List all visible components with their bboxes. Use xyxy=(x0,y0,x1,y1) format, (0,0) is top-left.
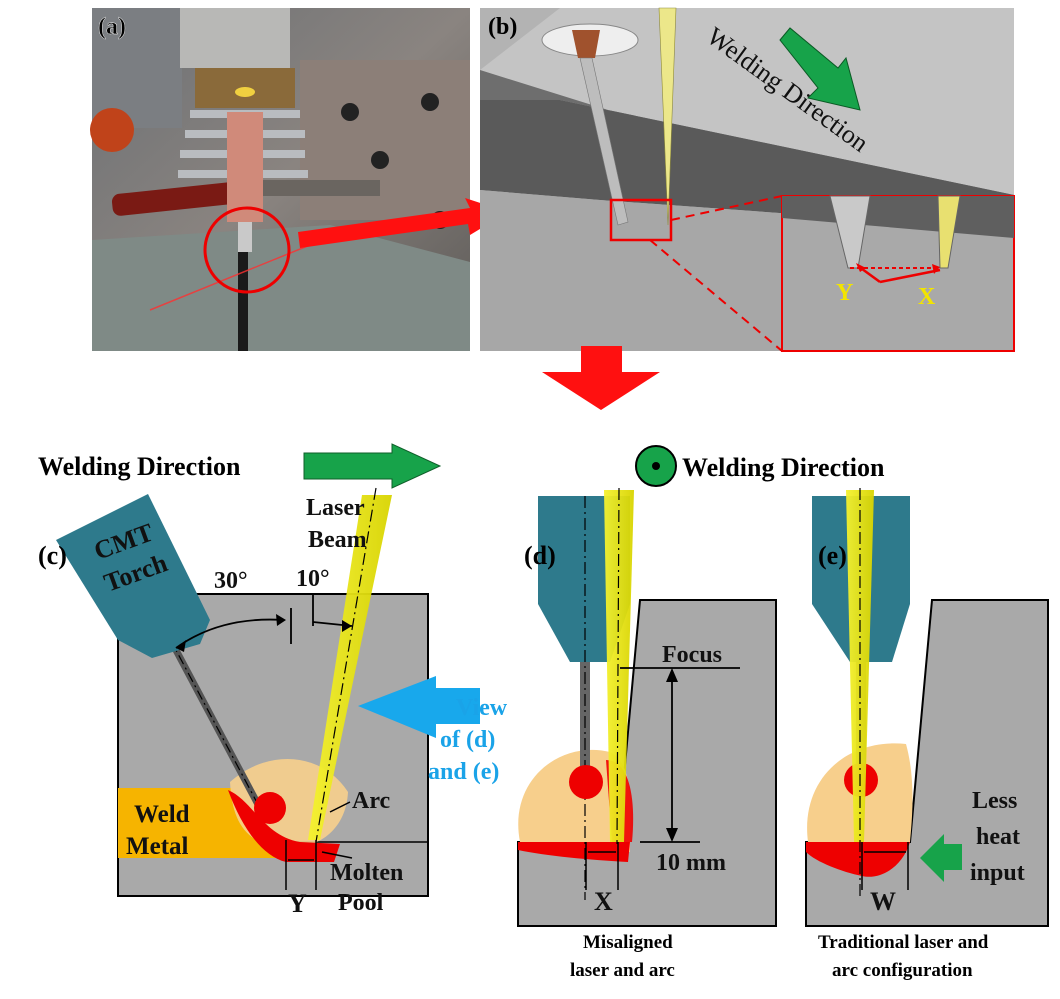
view-label-line2: of (d) xyxy=(440,727,495,753)
panel-c-label: (c) xyxy=(38,541,67,570)
angle-torch: 30° xyxy=(214,568,248,594)
angle-laser: 10° xyxy=(296,566,330,592)
focus-label: Focus xyxy=(662,642,722,668)
distance-label: 10 mm xyxy=(656,850,726,876)
laser-beam-c xyxy=(308,495,392,840)
panel-b-label: (b) xyxy=(488,14,517,40)
view-label-line3: and (e) xyxy=(428,759,499,785)
w-dimension-label: W xyxy=(870,887,896,916)
panel-e-schematic: W Less heat input Traditional laser and … xyxy=(805,488,1049,981)
view-arrow xyxy=(358,676,480,738)
panel-b-cad: Y X Welding Direction (b) xyxy=(480,7,1015,352)
panel-d-schematic: Welding Direction Focus 10 mm X Misalign… xyxy=(517,445,885,981)
laser-label-line1: Laser xyxy=(306,495,365,521)
panel-c-schematic: Welding Direction CMT Torch Laser Beam 3… xyxy=(38,443,508,918)
view-label-line1: View xyxy=(456,695,508,721)
panel-d-label: (d) xyxy=(524,541,556,570)
molten-pool-line1: Molten xyxy=(330,860,403,886)
less-heat-line2: heat xyxy=(976,824,1020,850)
laser-beam-d xyxy=(604,490,634,842)
caption-e-line1: Traditional laser and xyxy=(818,932,989,953)
caption-d-line1: Misaligned xyxy=(583,932,673,953)
less-heat-arrow xyxy=(920,834,962,882)
weld-metal-line1: Weld xyxy=(134,801,190,828)
molten-pool-line2: Pool xyxy=(338,890,384,916)
welding-direction-arrow xyxy=(303,443,442,489)
inset-x-label: X xyxy=(918,284,936,310)
less-heat-line1: Less xyxy=(972,788,1017,814)
panel-e-label: (e) xyxy=(818,541,847,570)
panel-a-photo: (a) xyxy=(90,8,470,351)
inset-y-label: Y xyxy=(836,280,853,306)
y-dimension-label: Y xyxy=(288,889,307,918)
less-heat-line3: input xyxy=(970,860,1025,886)
welding-direction-label: Welding Direction xyxy=(38,452,241,481)
caption-d-line2: laser and arc xyxy=(570,960,675,981)
arc-label: Arc xyxy=(352,788,391,814)
droplet xyxy=(254,792,286,824)
red-arrow-to-b xyxy=(298,198,508,248)
laser-label-line2: Beam xyxy=(308,527,367,553)
molten-pool xyxy=(228,790,340,862)
panel-a-label: (a) xyxy=(98,14,126,40)
x-dimension-label: X xyxy=(594,887,613,916)
weld-metal-line2: Metal xyxy=(126,833,189,860)
caption-e-line2: arc configuration xyxy=(832,960,973,981)
weld-metal xyxy=(118,788,300,858)
arc-glow-d xyxy=(518,749,631,852)
welding-direction-d: Welding Direction xyxy=(682,453,885,482)
red-arrow-down xyxy=(542,346,660,410)
cmt-torch xyxy=(56,494,210,658)
panel-b-direction-arrow xyxy=(779,27,861,111)
